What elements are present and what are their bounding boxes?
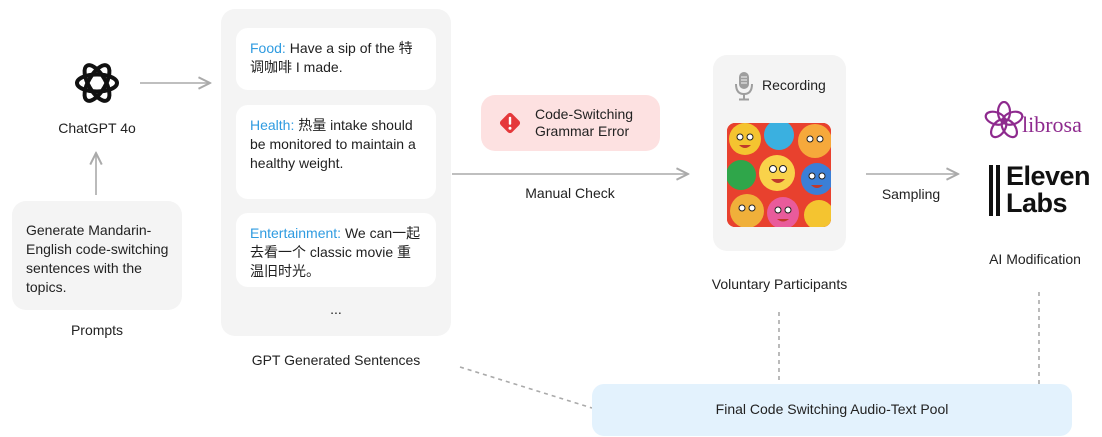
manual-check-label: Manual Check: [525, 185, 615, 201]
sentence-card-food: Food: Have a sip of the 特调咖啡 I made.: [236, 28, 436, 90]
participants-label: Voluntary Participants: [711, 276, 848, 292]
sentences-ellipsis: ...: [330, 301, 342, 317]
sentence-text: 热量 intake should be monitored to maintai…: [250, 117, 416, 171]
participants-illustration: [727, 123, 831, 227]
ai-modification-label: AI Modification: [989, 251, 1081, 267]
elevenlabs-logo: [989, 165, 1001, 216]
microphone-icon: [734, 71, 754, 101]
error-line-2: Grammar Error: [535, 123, 630, 139]
warning-diamond-icon: [497, 110, 523, 136]
openai-logo-icon: [70, 56, 124, 110]
grammar-error-badge: Code-Switching Grammar Error: [481, 95, 660, 151]
recording-label: Recording: [762, 77, 826, 93]
sentence-topic: Health:: [250, 117, 295, 133]
elevenlabs-line-2: Labs: [1006, 188, 1068, 218]
sentence-card-entertainment: Entertainment: We can一起去看一个 classic movi…: [236, 213, 436, 287]
sampling-label: Sampling: [881, 186, 941, 202]
prompts-text: Generate Mandarin-English code-switching…: [26, 222, 169, 295]
sentence-text: We can一起去看一个 classic movie 重温旧时光。: [250, 225, 421, 279]
librosa-wordmark: librosa: [1022, 112, 1082, 137]
prompts-label: Prompts: [70, 322, 124, 338]
sentence-topic: Entertainment:: [250, 225, 342, 241]
sentence-topic: Food:: [250, 40, 286, 56]
sentence-card-health: Health: 热量 intake should be monitored to…: [236, 105, 436, 199]
recording-panel: Recording: [713, 55, 846, 251]
final-pool-box: Final Code Switching Audio-Text Pool: [592, 384, 1072, 436]
final-pool-label: Final Code Switching Audio-Text Pool: [715, 401, 949, 417]
error-line-1: Code-Switching: [535, 106, 634, 122]
dashed-sentences-to-pool: [459, 366, 593, 409]
sentence-text: Have a sip of the 特调咖啡 I made.: [250, 40, 413, 75]
elevenlabs-line-1: Eleven: [1006, 161, 1091, 191]
librosa-flower-logo: [984, 100, 1024, 141]
prompts-box: Generate Mandarin-English code-switching…: [12, 201, 182, 310]
sentences-label: GPT Generated Sentences: [251, 352, 421, 368]
chatgpt-label: ChatGPT 4o: [58, 120, 136, 136]
sentences-panel: Food: Have a sip of the 特调咖啡 I made. Hea…: [221, 9, 451, 336]
